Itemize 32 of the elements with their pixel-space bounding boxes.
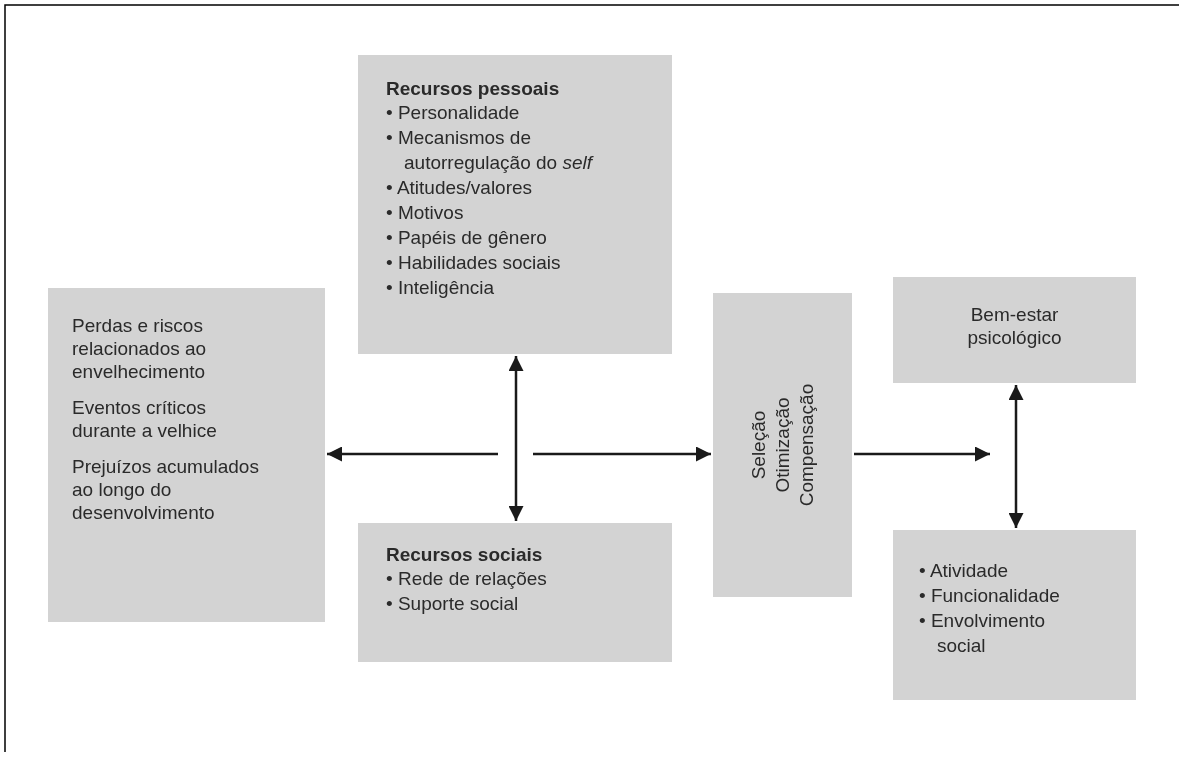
list-item: • Envolvimento social xyxy=(919,609,1046,658)
text-box xyxy=(48,288,325,622)
list-item: • Funcionalidade xyxy=(919,584,1061,608)
vertical-text: Otimização xyxy=(770,396,794,495)
arrow xyxy=(1008,385,1024,528)
text-box xyxy=(358,55,672,354)
list-item: • Personalidade xyxy=(386,101,521,125)
arrow xyxy=(508,356,524,521)
text-box xyxy=(713,293,852,597)
list-item: • Atividade xyxy=(919,559,1010,583)
list-item: • Motivos xyxy=(386,201,465,225)
box-text: Bem-estar psicológico xyxy=(966,303,1063,349)
list-item: • Inteligência xyxy=(386,276,496,300)
box-text: Prejuízos acumulados ao longo do desenvolvimento xyxy=(72,455,259,524)
arrow xyxy=(327,446,498,462)
list-item: • Mecanismos de autorregulação do self xyxy=(386,126,595,175)
vertical-text: Compensação xyxy=(794,383,818,507)
list-item: • Rede de relações xyxy=(386,567,548,591)
text-box xyxy=(893,530,1136,700)
text-box xyxy=(893,277,1136,383)
list-item: • Atitudes/valores xyxy=(386,176,534,200)
vertical-text: Seleção xyxy=(746,409,770,482)
arrow xyxy=(854,446,990,462)
box-text: Perdas e riscos relacionados ao envelhecimento xyxy=(72,314,208,383)
arrow xyxy=(533,446,711,462)
box-text: Eventos críticos durante a velhice xyxy=(72,396,218,442)
list-item: • Habilidades sociais xyxy=(386,251,562,275)
list-item: • Papéis de gênero xyxy=(386,226,548,250)
text-box xyxy=(358,523,672,662)
list-item: • Suporte social xyxy=(386,592,520,616)
box-heading: Recursos sociais xyxy=(386,543,544,566)
box-heading: Recursos pessoais xyxy=(386,77,561,100)
